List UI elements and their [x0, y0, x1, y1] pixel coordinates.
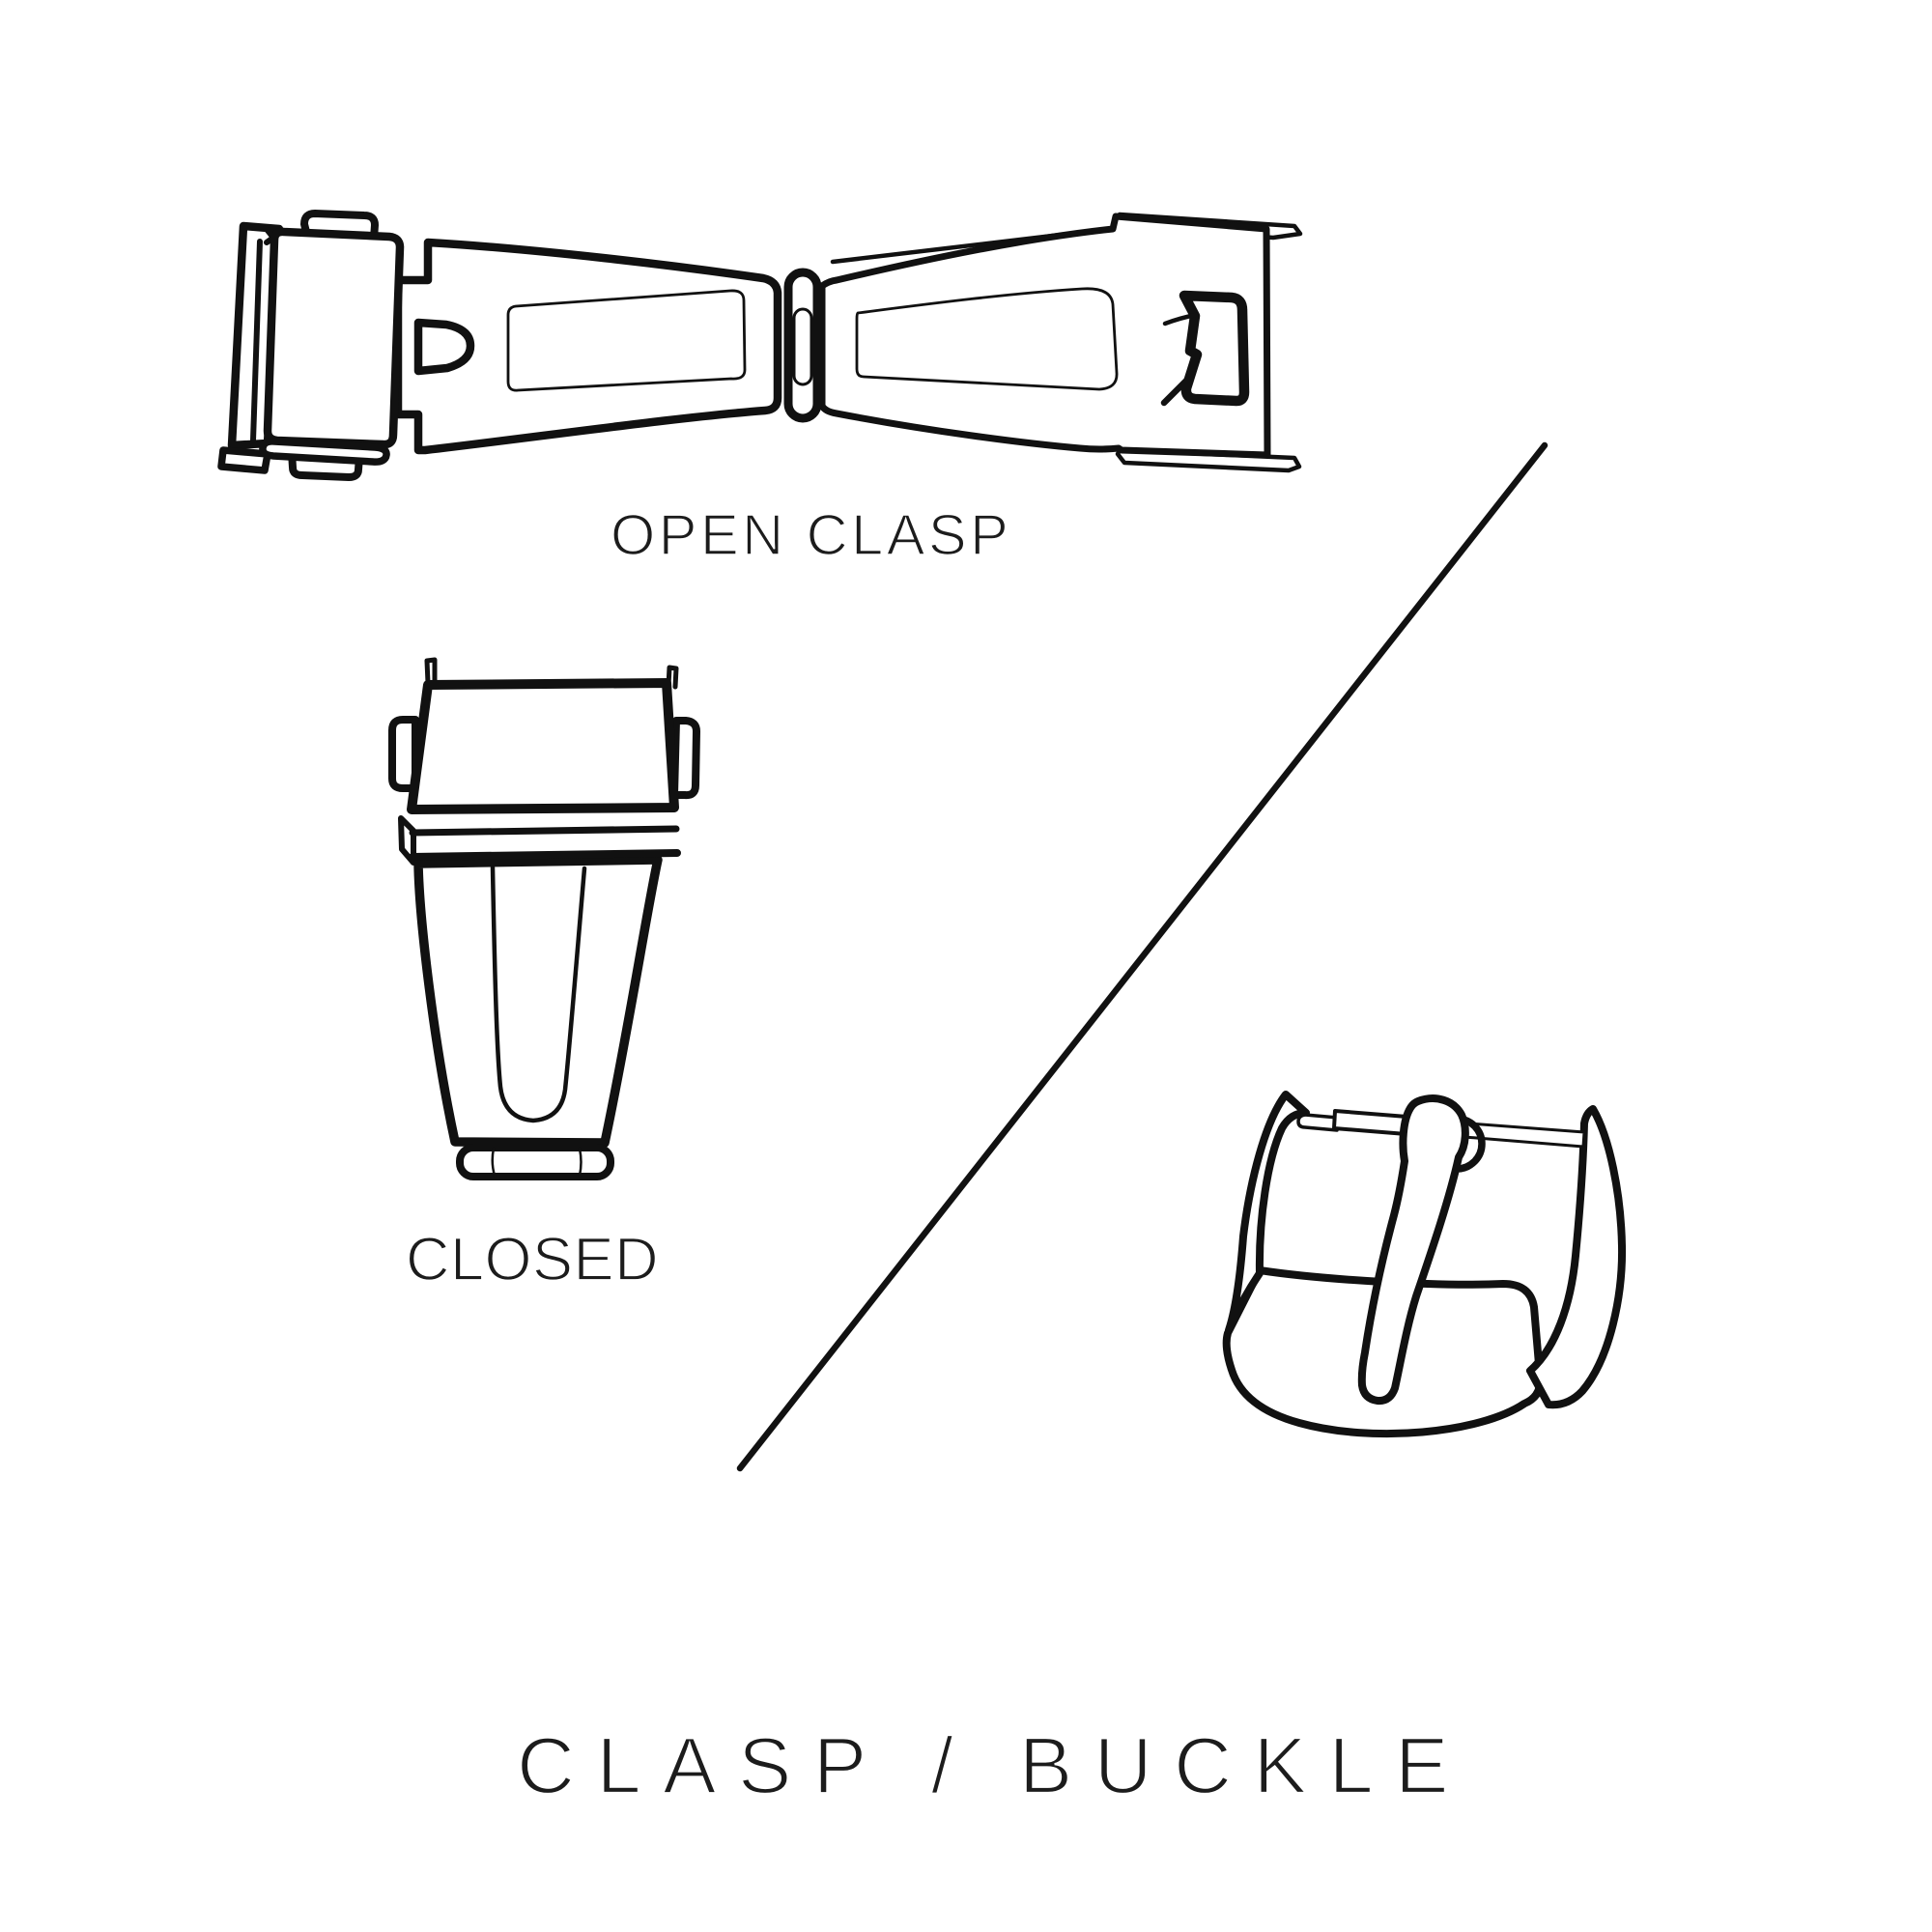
svg-text:CLOSED: CLOSED [406, 1226, 659, 1293]
svg-text:OPEN CLASP: OPEN CLASP [611, 502, 1011, 567]
svg-text:CLASP / BUCKLE: CLASP / BUCKLE [517, 1720, 1470, 1810]
